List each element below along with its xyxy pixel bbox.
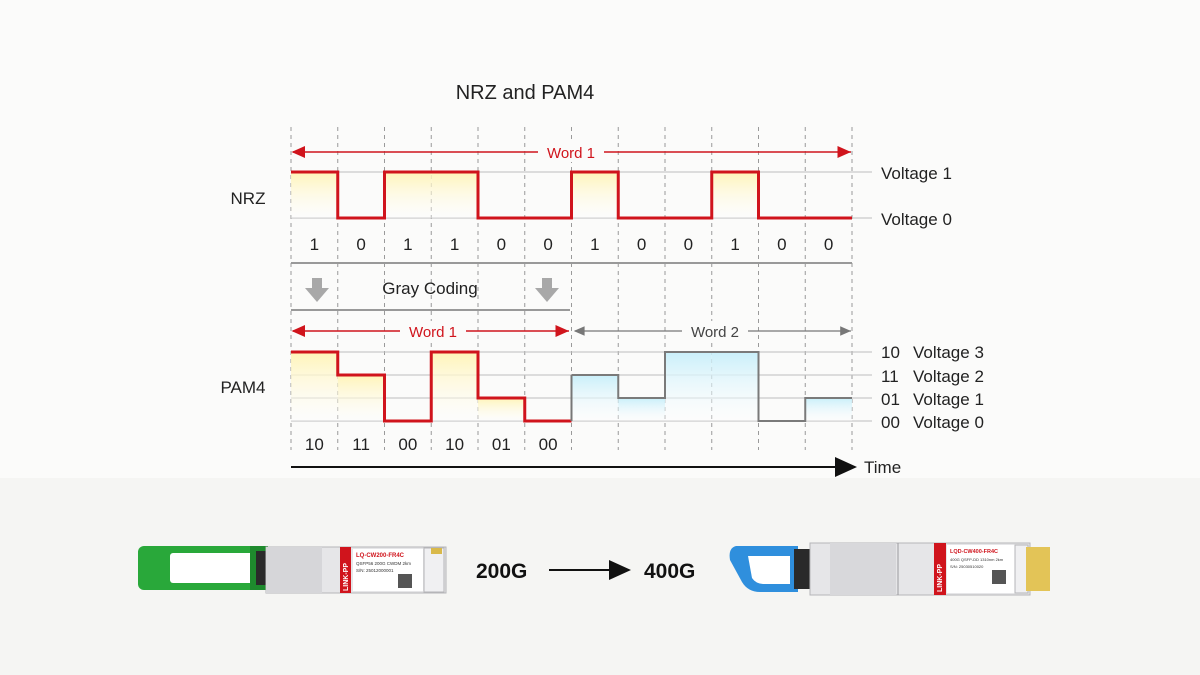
diagram-title: NRZ and PAM4 bbox=[456, 82, 595, 104]
brand-text: LINK-PP bbox=[937, 564, 944, 592]
nrz-high-fill bbox=[571, 172, 619, 218]
pam4-word1-fill bbox=[291, 352, 338, 421]
pam4-word2-fill bbox=[665, 352, 712, 421]
module-body-shade bbox=[266, 547, 322, 593]
pam4-level0-code: 00 bbox=[881, 413, 900, 432]
pam4-word2-fill bbox=[711, 352, 759, 421]
nrz-bit-label: 1 bbox=[450, 235, 459, 254]
pam4-word1-fill bbox=[337, 375, 385, 421]
nrz-bit-labels: 1 0 1 1 0 0 1 0 0 1 0 0 bbox=[310, 235, 834, 254]
module-latch bbox=[794, 549, 812, 589]
model-text: LQD-CW400-FR4C bbox=[950, 549, 998, 555]
qsfp-dd-400g-module: LINK-PP LQD-CW400-FR4C 400G QSFP-DD 1310… bbox=[729, 542, 1050, 596]
nrz-bit-label: 0 bbox=[684, 235, 693, 254]
qr-code-icon bbox=[398, 574, 412, 588]
pam4-word1-fill bbox=[478, 398, 525, 421]
word2-pam4-label-bg bbox=[682, 321, 748, 341]
module-label bbox=[947, 545, 1015, 593]
pam4-word2-waveform bbox=[571, 351, 852, 422]
nrz-bit-label: 1 bbox=[730, 235, 739, 254]
model-text: LQ-CW200-FR4C bbox=[356, 553, 405, 559]
nrz-high-fill bbox=[384, 172, 432, 218]
pam4-symbol-label: 11 bbox=[352, 435, 370, 454]
nrz-bit-label: 1 bbox=[590, 235, 599, 254]
pam4-word2-fill bbox=[805, 398, 852, 421]
word1-nrz-label: Word 1 bbox=[547, 145, 595, 162]
gray-coding-label: Gray Coding bbox=[382, 279, 477, 298]
qr-code-icon bbox=[992, 570, 1006, 584]
pam4-level3-code: 10 bbox=[881, 343, 900, 362]
nrz-bit-label: 0 bbox=[637, 235, 646, 254]
nrz-bit-label: 1 bbox=[310, 235, 319, 254]
pam4-symbol-label: 00 bbox=[539, 435, 558, 454]
pam4-symbol-label: 10 bbox=[305, 435, 324, 454]
sn-text: S/N: 25030510020 bbox=[950, 564, 984, 569]
nrz-high-fill bbox=[291, 172, 338, 218]
pam4-level2-code: 11 bbox=[881, 367, 899, 386]
down-arrow-icon bbox=[535, 278, 559, 302]
nrz-voltage0-label: Voltage 0 bbox=[881, 210, 952, 229]
nrz-waveform bbox=[291, 170, 852, 220]
from-speed-label: 200G bbox=[476, 560, 527, 583]
word1-pam4-label: Word 1 bbox=[409, 324, 457, 341]
pull-tab-window bbox=[748, 556, 790, 584]
brand-strip bbox=[340, 547, 351, 593]
word1-pam4-label-bg bbox=[400, 321, 466, 341]
desc-text: QSFP56 200G CWDM 2km bbox=[356, 561, 411, 566]
pam4-symbol-label: 10 bbox=[445, 435, 464, 454]
pam4-signal bbox=[291, 350, 852, 423]
time-label: Time bbox=[864, 458, 901, 477]
nrz-bit-label: 0 bbox=[543, 235, 552, 254]
pam4-symbol-label: 00 bbox=[398, 435, 417, 454]
nrz-high-fill bbox=[711, 172, 759, 218]
pam4-level2-name: Voltage 2 bbox=[913, 367, 984, 386]
nrz-label: NRZ bbox=[231, 189, 266, 208]
nrz-bit-label: 0 bbox=[356, 235, 365, 254]
pam4-word1-waveform bbox=[291, 350, 572, 423]
desc-text: 400G QSFP-DD 1310nm 2km bbox=[950, 557, 1004, 562]
brand-strip bbox=[934, 543, 946, 595]
gold-contacts bbox=[1026, 547, 1050, 591]
sn-text: S/N: 25012000001 bbox=[356, 568, 394, 573]
pam4-level1-code: 01 bbox=[881, 390, 900, 409]
nrz-bit-label: 0 bbox=[497, 235, 506, 254]
pam4-level3-name: Voltage 3 bbox=[913, 343, 984, 362]
nrz-signal bbox=[291, 170, 852, 220]
pam4-symbol-label: 01 bbox=[492, 435, 511, 454]
pull-tab-window bbox=[170, 553, 254, 583]
pam4-word2-fill bbox=[618, 398, 665, 421]
module-latch bbox=[256, 551, 268, 585]
pam4-level0-name: Voltage 0 bbox=[913, 413, 984, 432]
down-arrow-icon bbox=[305, 278, 329, 302]
pam4-word2-fill bbox=[571, 375, 619, 421]
pam4-level1-name: Voltage 1 bbox=[913, 390, 984, 409]
word1-nrz-label-bg bbox=[538, 142, 604, 162]
pam4-word1-fill bbox=[431, 352, 478, 421]
qsfp56-200g-module: LINK-PP LQ-CW200-FR4C QSFP56 200G CWDM 2… bbox=[138, 546, 447, 594]
nrz-bit-label: 0 bbox=[777, 235, 786, 254]
pam4-symbol-labels: 10 11 00 10 01 00 bbox=[305, 435, 558, 454]
pam4-label: PAM4 bbox=[220, 378, 265, 397]
nrz-bit-label: 0 bbox=[824, 235, 833, 254]
nrz-bit-label: 1 bbox=[403, 235, 412, 254]
word2-pam4-label: Word 2 bbox=[691, 324, 739, 341]
brand-text: LINK-PP bbox=[343, 563, 350, 591]
nrz-high-fill bbox=[431, 172, 478, 218]
gold-contacts bbox=[431, 548, 442, 554]
to-speed-label: 400G bbox=[644, 560, 695, 583]
nrz-voltage1-label: Voltage 1 bbox=[881, 164, 952, 183]
connector-end bbox=[423, 547, 445, 593]
module-body-shade bbox=[830, 543, 896, 595]
